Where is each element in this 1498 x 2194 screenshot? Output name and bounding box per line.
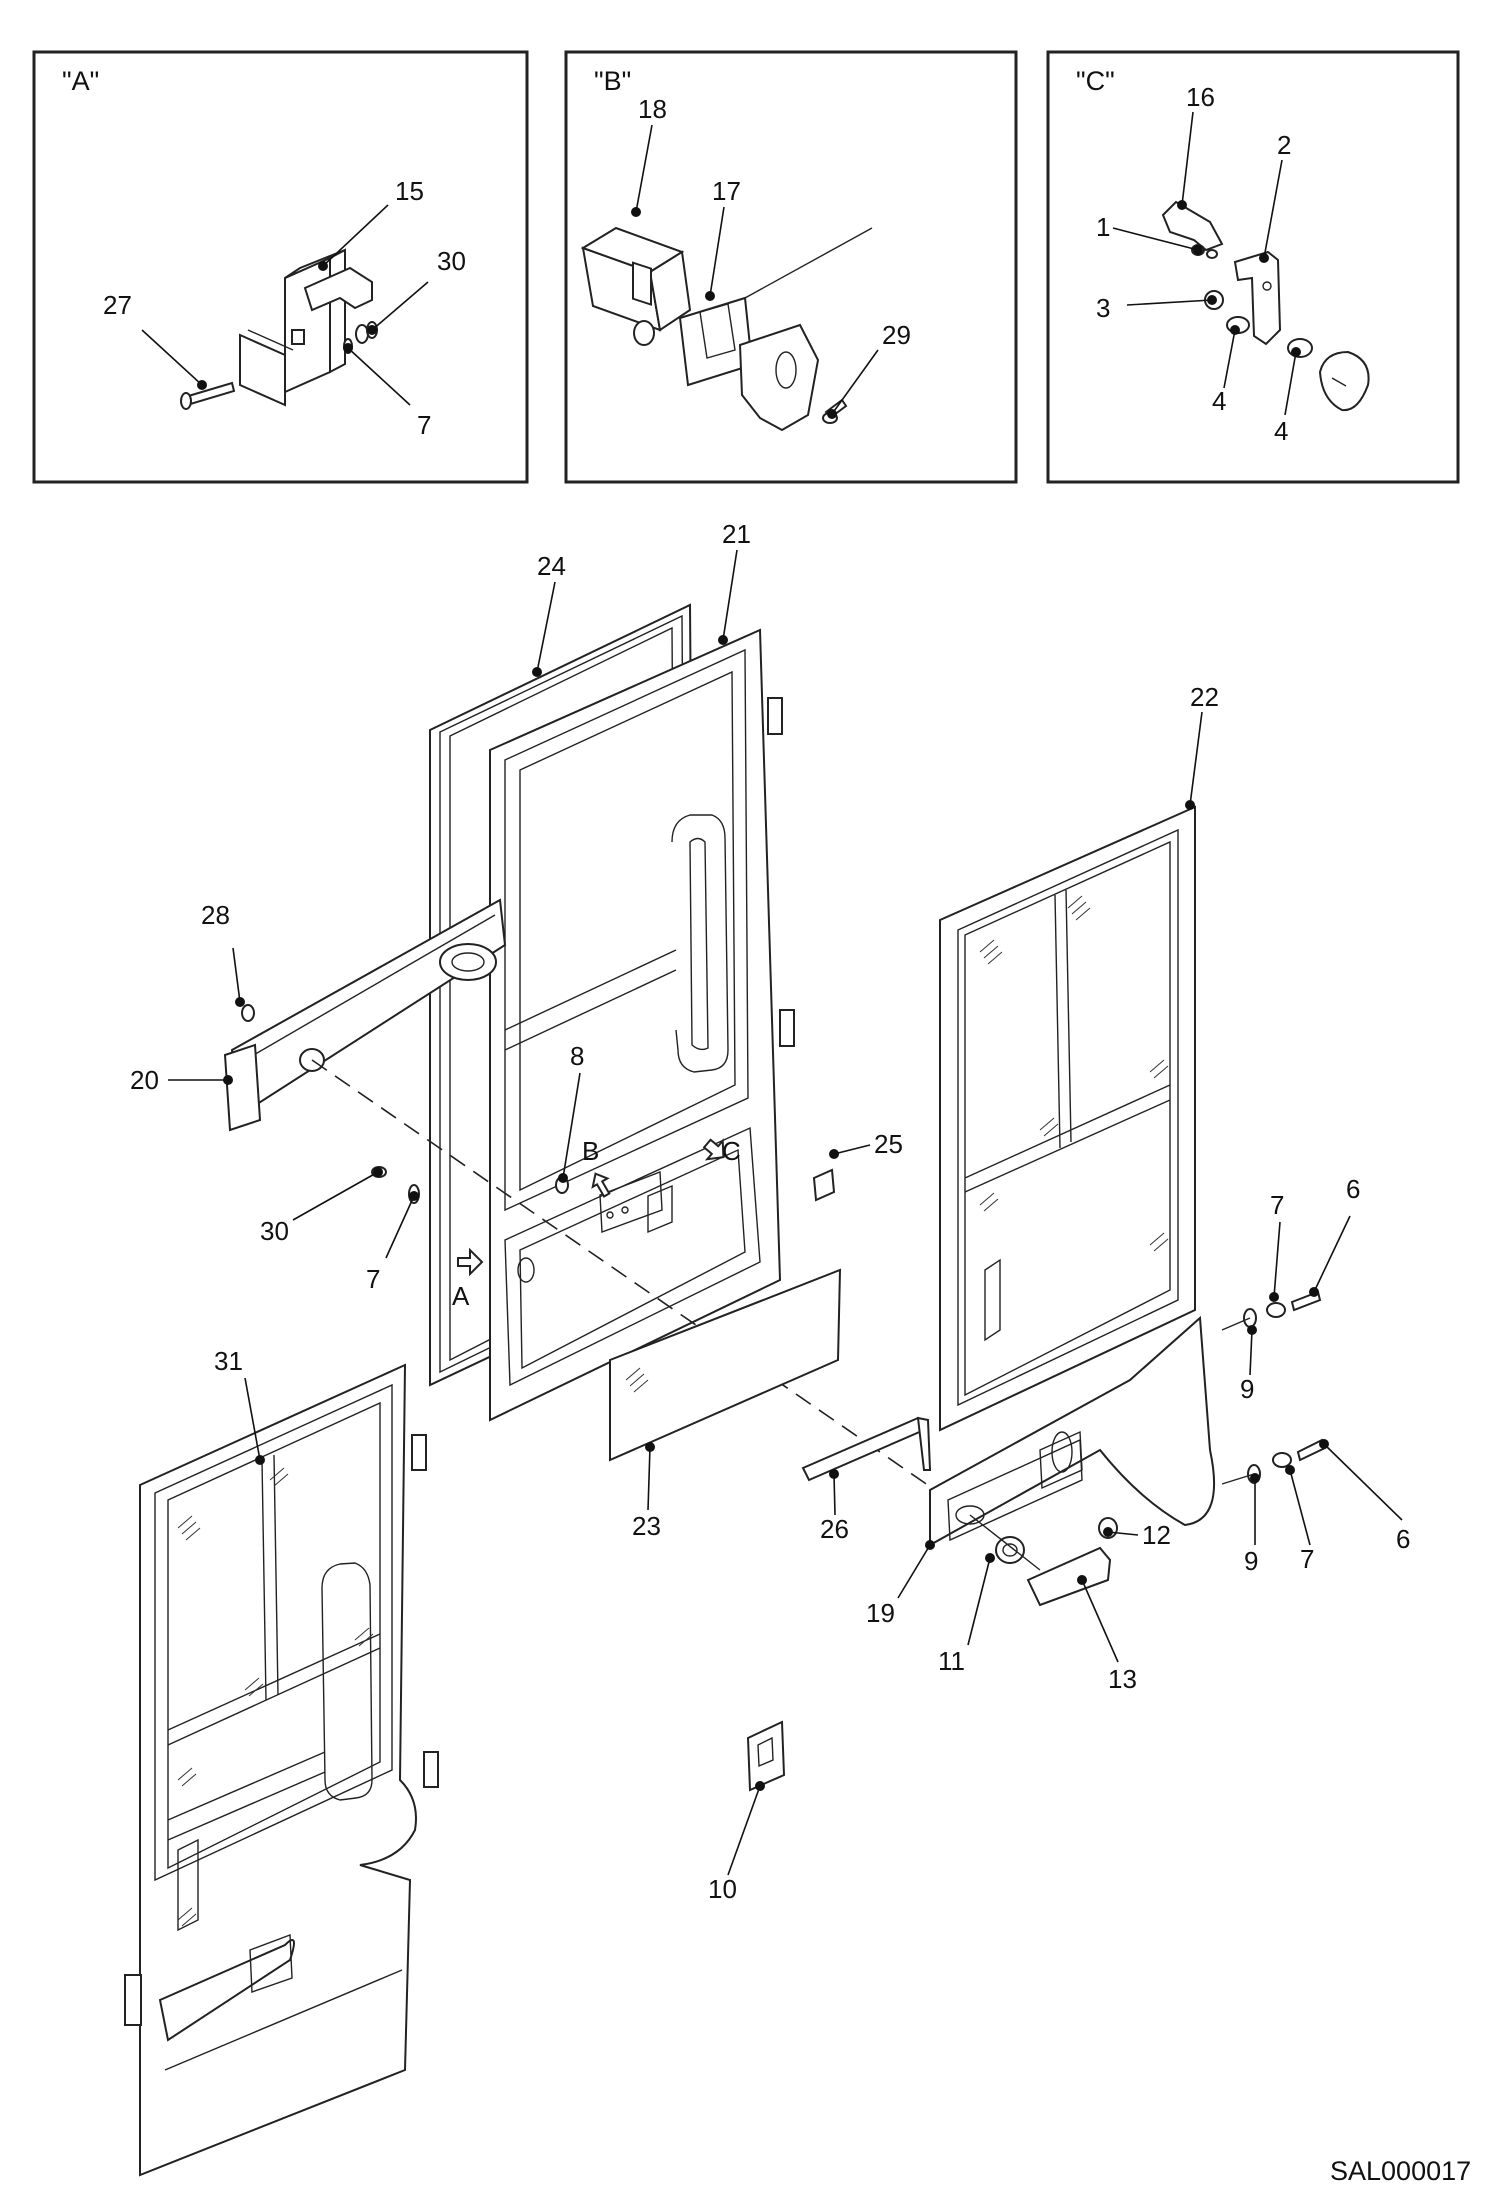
main-leader-lines	[168, 549, 1403, 1876]
view-marker-a: A	[452, 1281, 470, 1311]
door-arm	[223, 898, 507, 1132]
part-label-15: 16	[1186, 82, 1215, 112]
part-label-20: 21	[722, 519, 751, 549]
part-label-11: 11	[938, 1646, 965, 1676]
part-label-17: 18	[638, 94, 667, 124]
part-label-16: 17	[712, 176, 741, 206]
part-label-1: 1	[1096, 212, 1110, 242]
detail-panel-a: "A" 15 27 30 7	[32, 50, 529, 484]
view-marker-b: B	[582, 1136, 599, 1166]
part-label-9-top: 9	[1240, 1374, 1254, 1404]
part-label-18: 19	[866, 1598, 895, 1628]
part-label-7-bottom: 7	[1300, 1544, 1314, 1574]
right-fasteners	[1221, 1290, 1327, 1485]
view-marker-c: C	[722, 1136, 741, 1166]
part-label-14: 15	[395, 176, 424, 206]
part-label-4-left: 4	[1212, 386, 1226, 416]
view-marker-arrows: A B C	[452, 1136, 741, 1311]
panel-c-title: "C"	[1076, 66, 1115, 96]
part-label-5: 7	[366, 1264, 380, 1294]
part-label-24: 25	[874, 1129, 903, 1159]
part-label-31: 31	[214, 1346, 243, 1376]
detail-panel-b: "B" 18 17 29	[564, 50, 1018, 484]
drawing-code: SAL000017	[1330, 2156, 1471, 2186]
main-exploded-view: A B C	[124, 519, 1471, 2186]
part-label-27: 28	[201, 900, 230, 930]
part-label-2: 2	[1277, 130, 1291, 160]
part-label-30: 30	[437, 246, 466, 276]
part-label-6-top: 6	[1346, 1174, 1360, 1204]
door-frame	[489, 628, 795, 1422]
part-label-21: 22	[1190, 682, 1219, 712]
part-label-4-right: 4	[1274, 416, 1288, 446]
part-label-8: 8	[570, 1041, 584, 1071]
rear-door-panel	[939, 805, 1196, 1432]
lower-door-trim	[929, 1315, 1216, 1547]
part-label-22: 23	[632, 1511, 661, 1541]
slide-rail	[801, 1416, 932, 1482]
part-label-23: 24	[537, 551, 566, 581]
panel-b-title: "B"	[594, 66, 631, 96]
panel-a-title: "A"	[62, 66, 99, 96]
part-label-6-bottom: 6	[1396, 1524, 1410, 1554]
part-label-9-bottom: 9	[1244, 1546, 1258, 1576]
part-label-19: 20	[130, 1065, 159, 1095]
part-label-29: 30	[260, 1216, 289, 1246]
assembled-door	[124, 1363, 439, 2177]
part-label-26: 27	[103, 290, 132, 320]
part-label-12: 12	[1142, 1520, 1171, 1550]
latch-bracket	[746, 1720, 786, 1792]
part-label-3: 3	[1096, 293, 1110, 323]
part-label-13: 13	[1108, 1664, 1137, 1694]
part-label-10: 10	[708, 1874, 737, 1904]
clip-24	[812, 1168, 836, 1202]
part-label-5-panel-a: 7	[417, 410, 431, 440]
part-label-28: 29	[882, 320, 911, 350]
part-label-7-top: 7	[1270, 1190, 1284, 1220]
main-part-labels: 24 21 22 28 20 8 25 30 7 7 6 9 6 7 9 23 …	[130, 519, 1410, 1904]
part-label-25: 26	[820, 1514, 849, 1544]
detail-panel-c: "C" 16 2 1 3 4 4	[1046, 50, 1460, 484]
lower-glass	[609, 1268, 842, 1462]
